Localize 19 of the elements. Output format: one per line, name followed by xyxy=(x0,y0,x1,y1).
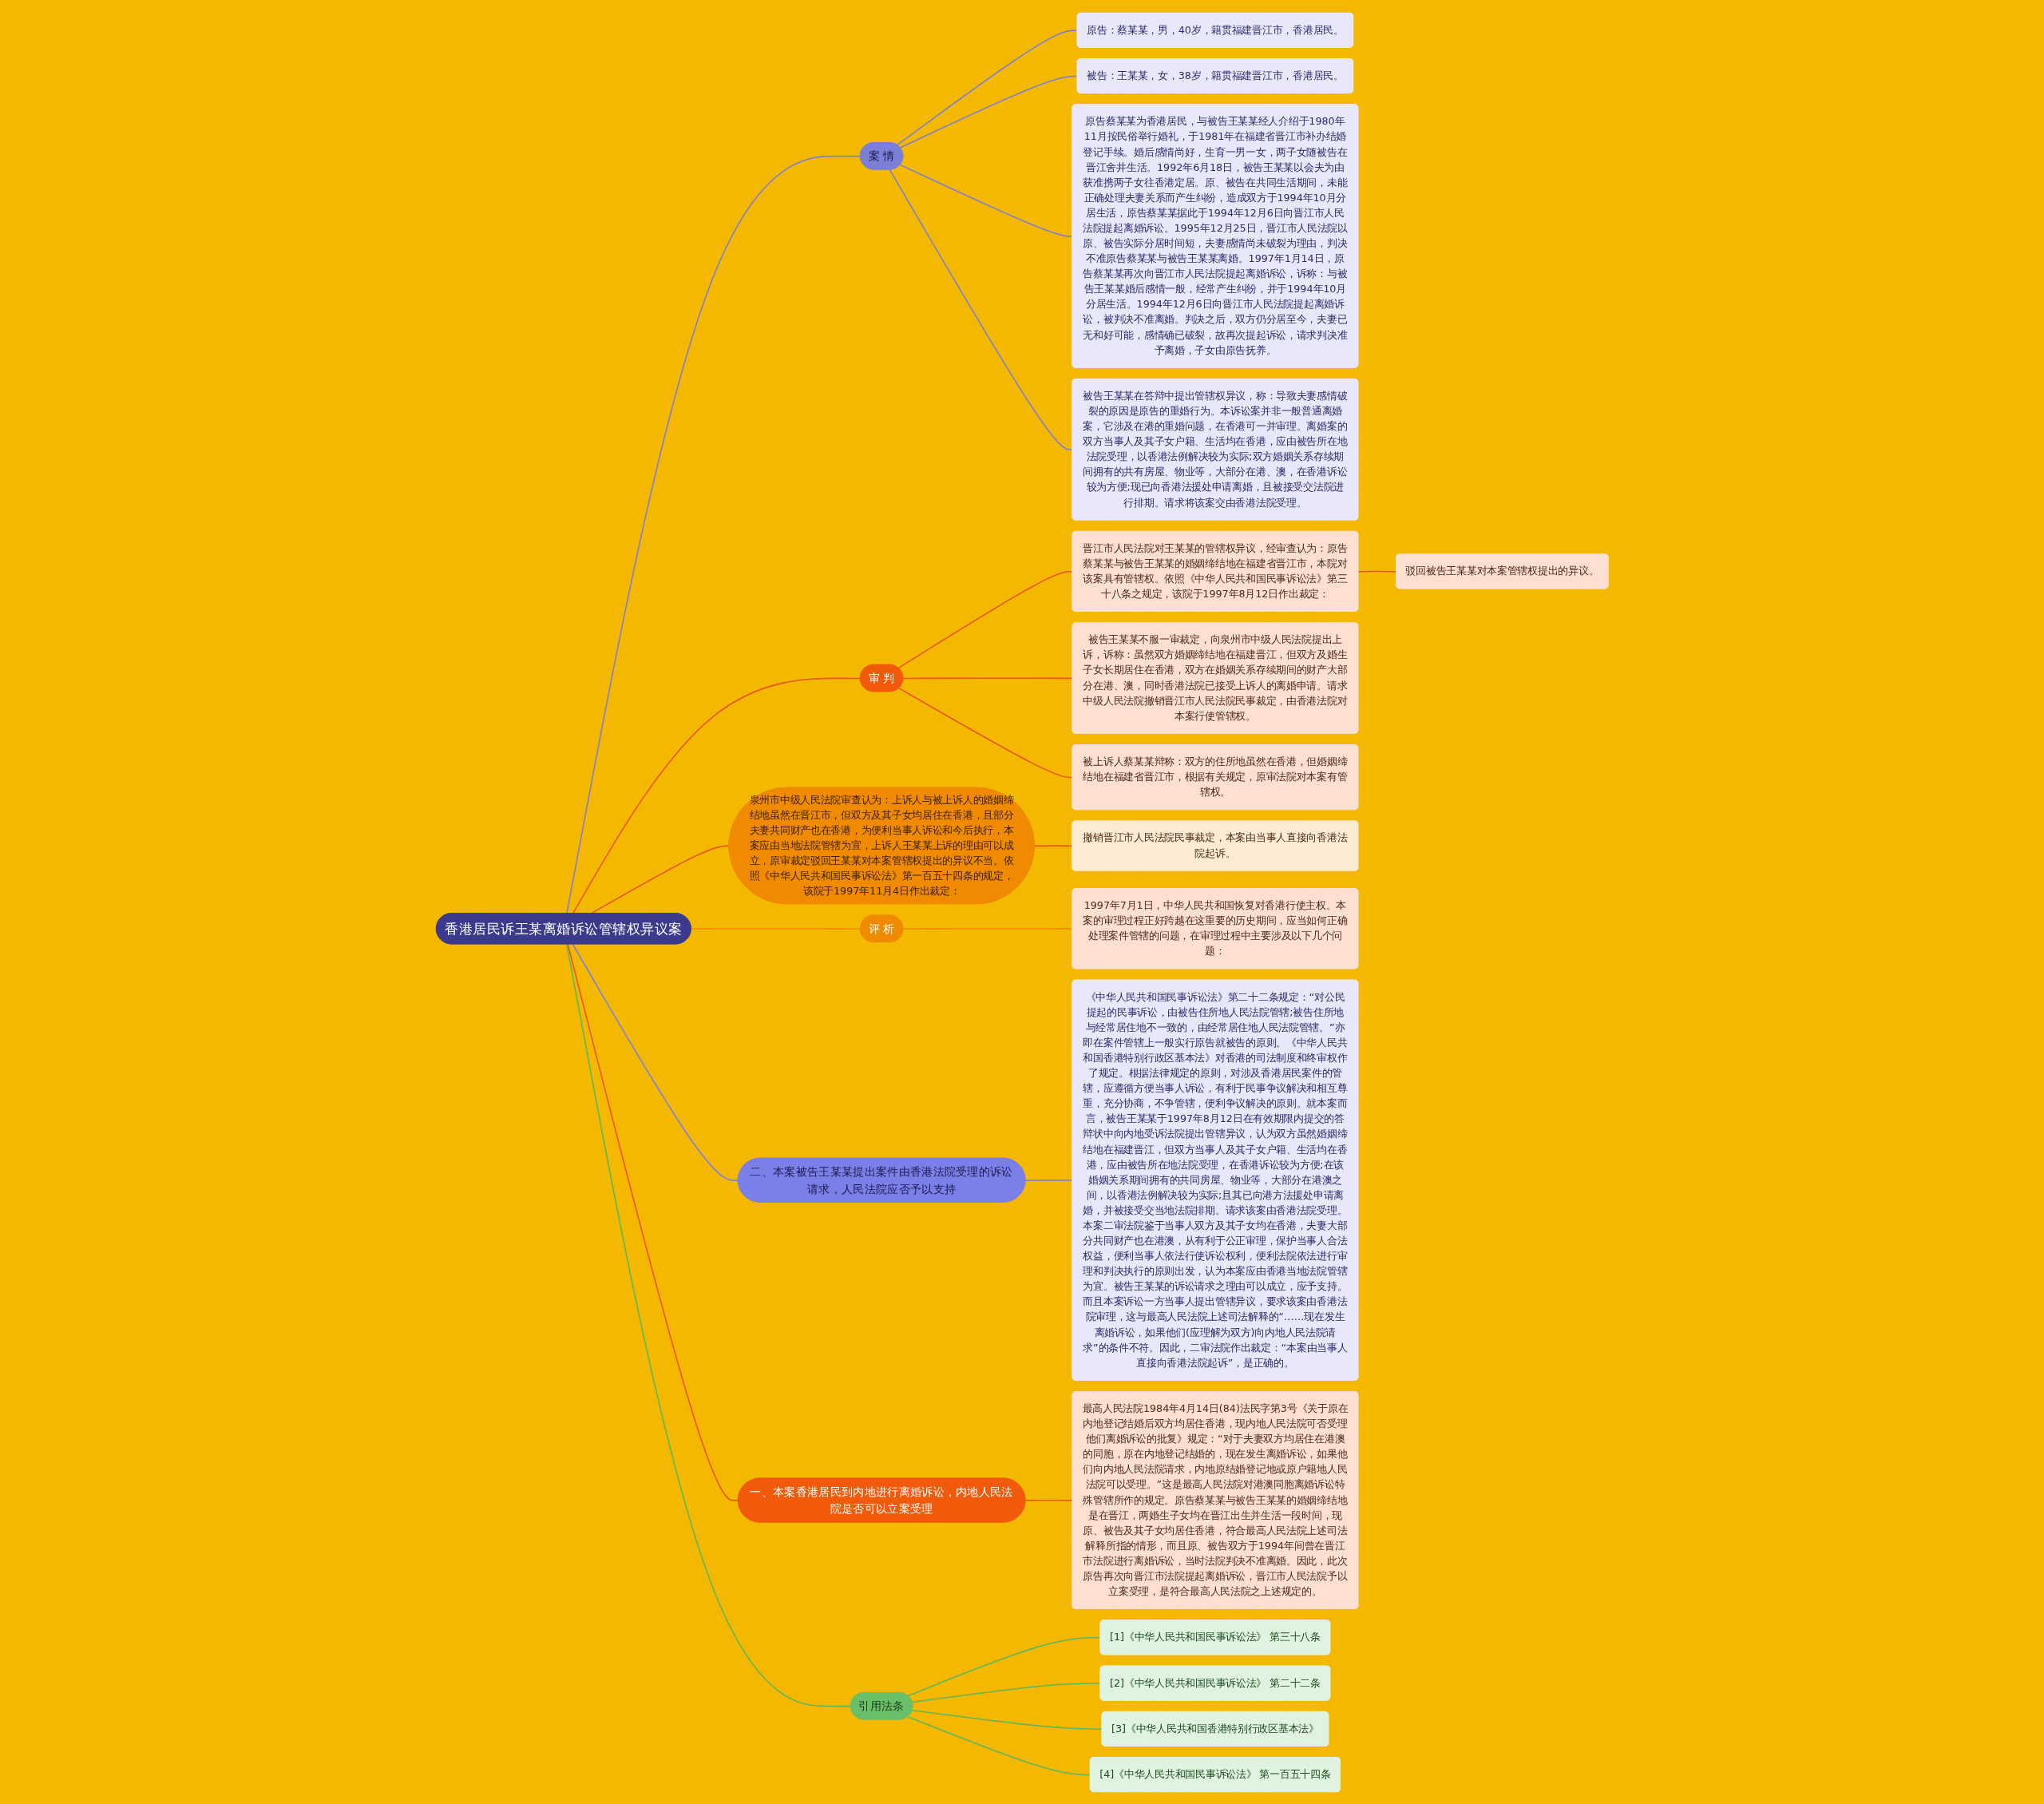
connector xyxy=(889,169,1073,450)
connector xyxy=(906,1715,1091,1775)
connector xyxy=(1024,1179,1073,1181)
connector xyxy=(897,687,1073,778)
connector xyxy=(572,677,862,914)
connector xyxy=(911,1709,1103,1730)
connector xyxy=(911,1682,1101,1703)
connector xyxy=(1033,844,1073,846)
connector xyxy=(902,927,1073,930)
connector xyxy=(897,570,1073,668)
connector xyxy=(1357,570,1397,573)
connector xyxy=(902,676,1073,679)
connector xyxy=(572,943,739,1181)
connector xyxy=(565,943,852,1707)
connector xyxy=(565,155,862,914)
connector xyxy=(567,943,739,1501)
connector xyxy=(899,164,1073,237)
connector xyxy=(1024,1499,1073,1501)
connector xyxy=(690,927,862,930)
